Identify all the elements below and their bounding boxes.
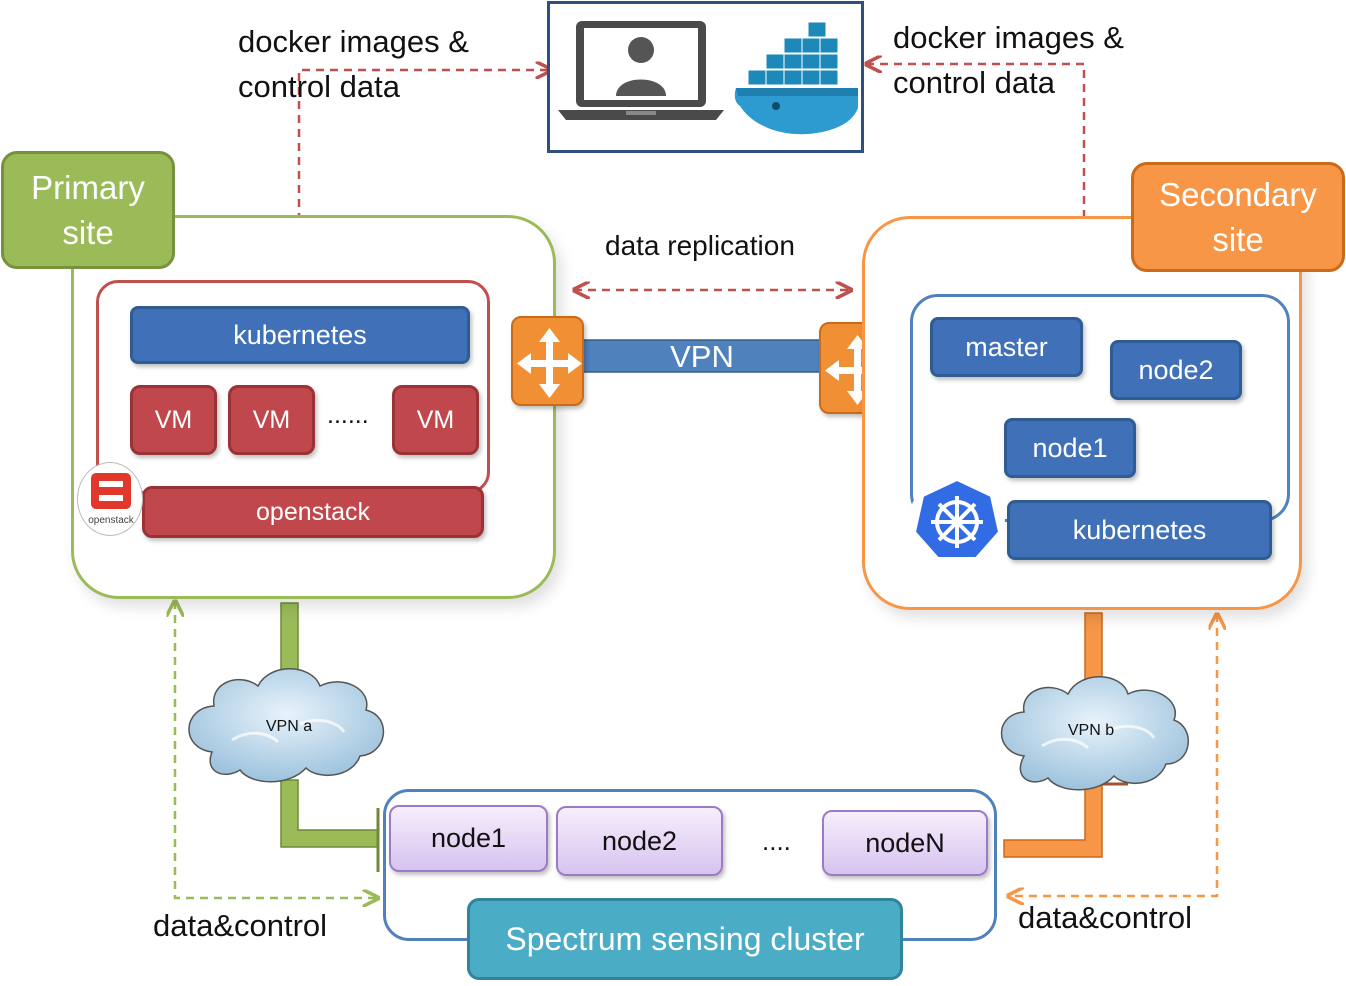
secondary-pipe-upper — [1084, 612, 1103, 686]
secondary-site-label: Secondary site — [1131, 162, 1345, 272]
cluster-node2-box: node2 — [556, 806, 723, 876]
primary-site-label: Primary site — [1, 151, 175, 269]
openstack-icon — [91, 473, 131, 509]
cloud-icon-vpn-b — [1000, 676, 1189, 791]
primary-router — [511, 316, 584, 406]
router-arrows-icon — [517, 328, 582, 398]
arrow-docker-secondary — [866, 64, 1084, 287]
vm-box-3: VM — [392, 385, 479, 455]
secondary-pipe-lower — [1003, 784, 1103, 858]
cluster-nodeN-box: nodeN — [822, 810, 988, 876]
cloud-label-vpn-a: VPN a — [265, 718, 313, 735]
arrow-data-control-right — [1008, 614, 1217, 896]
kubernetes-helm-icon — [913, 478, 1001, 559]
data-control-label-left: data&control — [153, 908, 328, 943]
laptop-user-icon — [558, 21, 724, 120]
kubernetes-logo — [909, 476, 1005, 562]
spectrum-cluster-title: Spectrum sensing cluster — [467, 898, 903, 980]
arrow-data-control-left — [175, 601, 378, 898]
cluster-ellipsis: .... — [762, 826, 791, 856]
openstack-logo-text: openstack — [88, 515, 134, 526]
docker-label-right-2: control data — [893, 65, 1055, 100]
data-control-label-right: data&control — [1018, 900, 1193, 935]
vm-box-1: VM — [130, 385, 217, 455]
primary-pipe-lower — [280, 779, 379, 848]
primary-kubernetes-box: kubernetes — [130, 306, 470, 364]
data-replication-label: data replication — [605, 230, 795, 261]
docker-registry-box — [547, 1, 864, 153]
master-box: master — [930, 317, 1083, 377]
secondary-kubernetes-box: kubernetes — [1007, 500, 1272, 560]
cloud-label-vpn-b: VPN b — [1067, 722, 1115, 739]
cluster-node1-box: node1 — [389, 805, 548, 872]
openstack-logo: openstack — [77, 462, 143, 536]
docker-label-right-1: docker images & — [893, 20, 1124, 55]
node1-box: node1 — [1004, 418, 1136, 478]
docker-label-left-1: docker images & — [238, 24, 469, 59]
vm-ellipsis: ...... — [327, 401, 369, 429]
node2-box: node2 — [1110, 340, 1242, 400]
docker-whale-icon — [734, 21, 858, 135]
cloud-icon-vpn-a — [188, 668, 384, 783]
vm-box-2: VM — [228, 385, 315, 455]
openstack-box: openstack — [142, 486, 484, 538]
docker-label-left-2: control data — [238, 69, 400, 104]
vpn-link-label: VPN — [670, 339, 734, 374]
